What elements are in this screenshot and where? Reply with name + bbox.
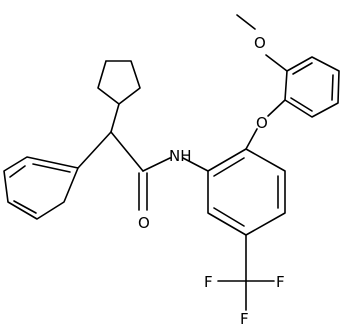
phenyl-ring: [3, 156, 79, 220]
fluorine-right-label: F: [276, 273, 285, 291]
amide-group: [138, 157, 171, 211]
cyclopentyl-ring: [97, 60, 141, 105]
nh-aryl-bond: [182, 157, 209, 172]
amide-nh-label: NH: [169, 147, 192, 165]
carbonyl-oxygen-label: O: [138, 214, 150, 232]
ether-linkage: [245, 99, 286, 150]
fluorine-left-label: F: [204, 273, 213, 291]
fluorine-bottom-label: F: [240, 310, 249, 328]
ether-oxygen-label: O: [256, 114, 268, 132]
methoxyphenyl-ring: [284, 56, 340, 118]
methoxy-oxygen-label: O: [254, 34, 266, 52]
trifluoromethyl-group: [217, 234, 275, 311]
methoxy-group: [236, 14, 288, 72]
alpha-carbon-bonds: [77, 103, 144, 172]
trifluoromethylphenyl-ring: [207, 148, 286, 236]
